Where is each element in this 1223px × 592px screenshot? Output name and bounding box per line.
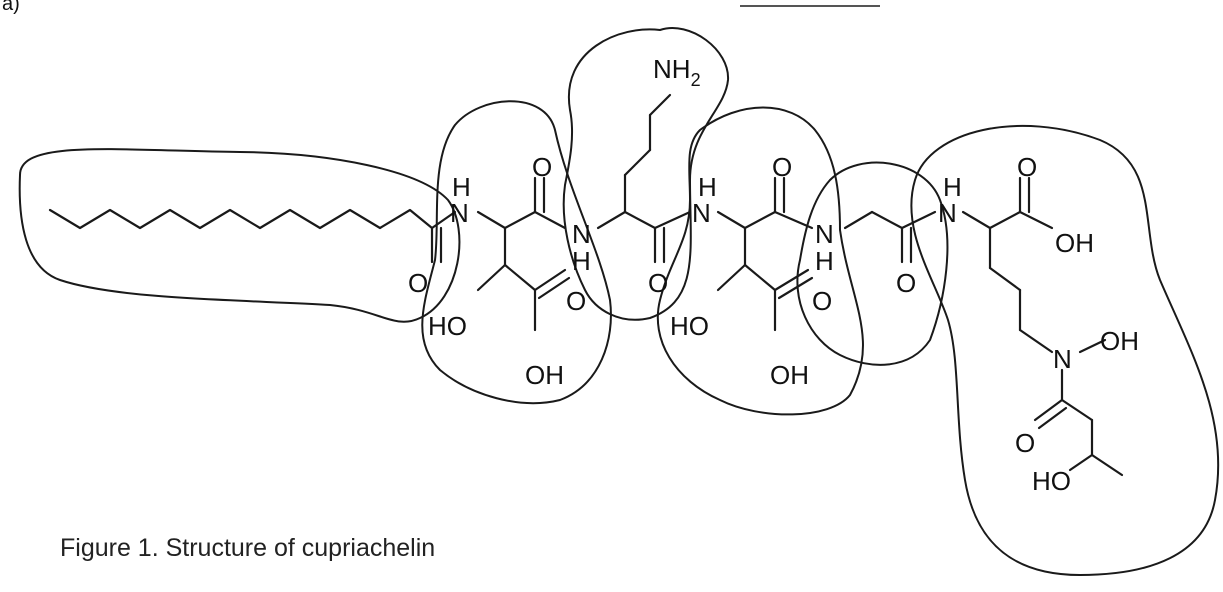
res5-ch-ch3-bond — [1090, 453, 1124, 477]
atom-n: N — [572, 219, 591, 249]
atom-oh: OH — [770, 360, 809, 390]
atom-o: O — [896, 268, 916, 298]
res3-ca-c-bond — [743, 210, 777, 230]
atom-o: O — [1015, 428, 1035, 458]
atom-o: O — [566, 286, 586, 316]
res4-c-n-bond — [900, 210, 937, 230]
atom-o: O — [648, 268, 668, 298]
res2-ca-c-bond — [623, 210, 657, 230]
atom-oh: OH — [525, 360, 564, 390]
atom-h: H — [815, 246, 834, 276]
res5-n-oh-bond — [1078, 338, 1107, 354]
res4-n-ca-bond — [843, 210, 874, 230]
res5-c-ch2-bond — [1060, 398, 1094, 422]
res1-ca-c-bond — [503, 210, 537, 230]
res3-c-n-bond — [773, 210, 814, 230]
residue-5-outline — [910, 124, 1220, 577]
acyl-n-bond — [430, 210, 457, 230]
res3-cg-o-bond-2 — [777, 276, 814, 300]
res2-cd-n-bond — [648, 93, 672, 117]
atom-h: H — [572, 246, 591, 276]
res3-cb-oh-bond — [716, 263, 747, 292]
res3-cb-cg-bond — [743, 263, 777, 292]
res2-n-ca-bond — [596, 210, 627, 230]
res4-ca-c-bond — [870, 210, 904, 230]
res1-cg-o-bond-2 — [537, 276, 571, 300]
atom-o: O — [772, 152, 792, 182]
res5-cb-cg-bond — [988, 266, 1022, 292]
atom-oh: OH — [1100, 326, 1139, 356]
res3-cg-o-bond — [773, 268, 810, 292]
res5-n-ca-bond — [961, 210, 992, 230]
fatty-acid-outline — [18, 148, 461, 323]
res2-c-n-bond — [653, 210, 692, 230]
res1-c-n-bond — [533, 210, 567, 230]
atom-n: N — [450, 198, 469, 228]
atom-h: H — [698, 172, 717, 202]
res3-n-ca-bond — [716, 210, 747, 230]
res5-amide-co-bond-2 — [1037, 406, 1068, 430]
atom-o: O — [408, 268, 428, 298]
res1-cb-cg-bond — [503, 263, 537, 292]
res5-c-oh-bond — [1018, 210, 1054, 230]
atom-n: N — [938, 198, 957, 228]
res5-ca-c-bond — [988, 210, 1022, 230]
residue-2-outline — [562, 27, 730, 321]
res1-cg-o-bond — [533, 268, 567, 292]
atom-oh: OH — [1055, 228, 1094, 258]
clipped-label: a) — [2, 0, 20, 15]
atom-o: O — [1017, 152, 1037, 182]
atom-n: N — [815, 219, 834, 249]
residue-4-outline — [796, 161, 949, 366]
atom-n: N — [1053, 344, 1072, 374]
atom-ho: HO — [1032, 466, 1071, 496]
fatty-chain-bond — [48, 208, 434, 230]
res5-ch-oh-bond — [1068, 453, 1094, 472]
res2-cb-cg-bond — [623, 148, 652, 177]
atom-ho: HO — [428, 311, 467, 341]
res1-n-ca-bond — [476, 210, 507, 230]
residue-3-outline — [656, 106, 864, 416]
atom-h: H — [452, 172, 471, 202]
atom-h: H — [943, 172, 962, 202]
atom-o: O — [532, 152, 552, 182]
atom-o: O — [812, 286, 832, 316]
res5-cd-n-bond — [1018, 328, 1054, 354]
res5-amide-co-bond — [1033, 398, 1064, 422]
figure-caption: Figure 1. Structure of cupriachelin — [60, 534, 435, 562]
atom-nh2: NH2 — [653, 54, 701, 90]
atom-n: N — [692, 198, 711, 228]
atom-ho: HO — [670, 311, 709, 341]
residue-1-outline — [421, 100, 612, 405]
res1-cb-oh-bond — [476, 263, 507, 292]
